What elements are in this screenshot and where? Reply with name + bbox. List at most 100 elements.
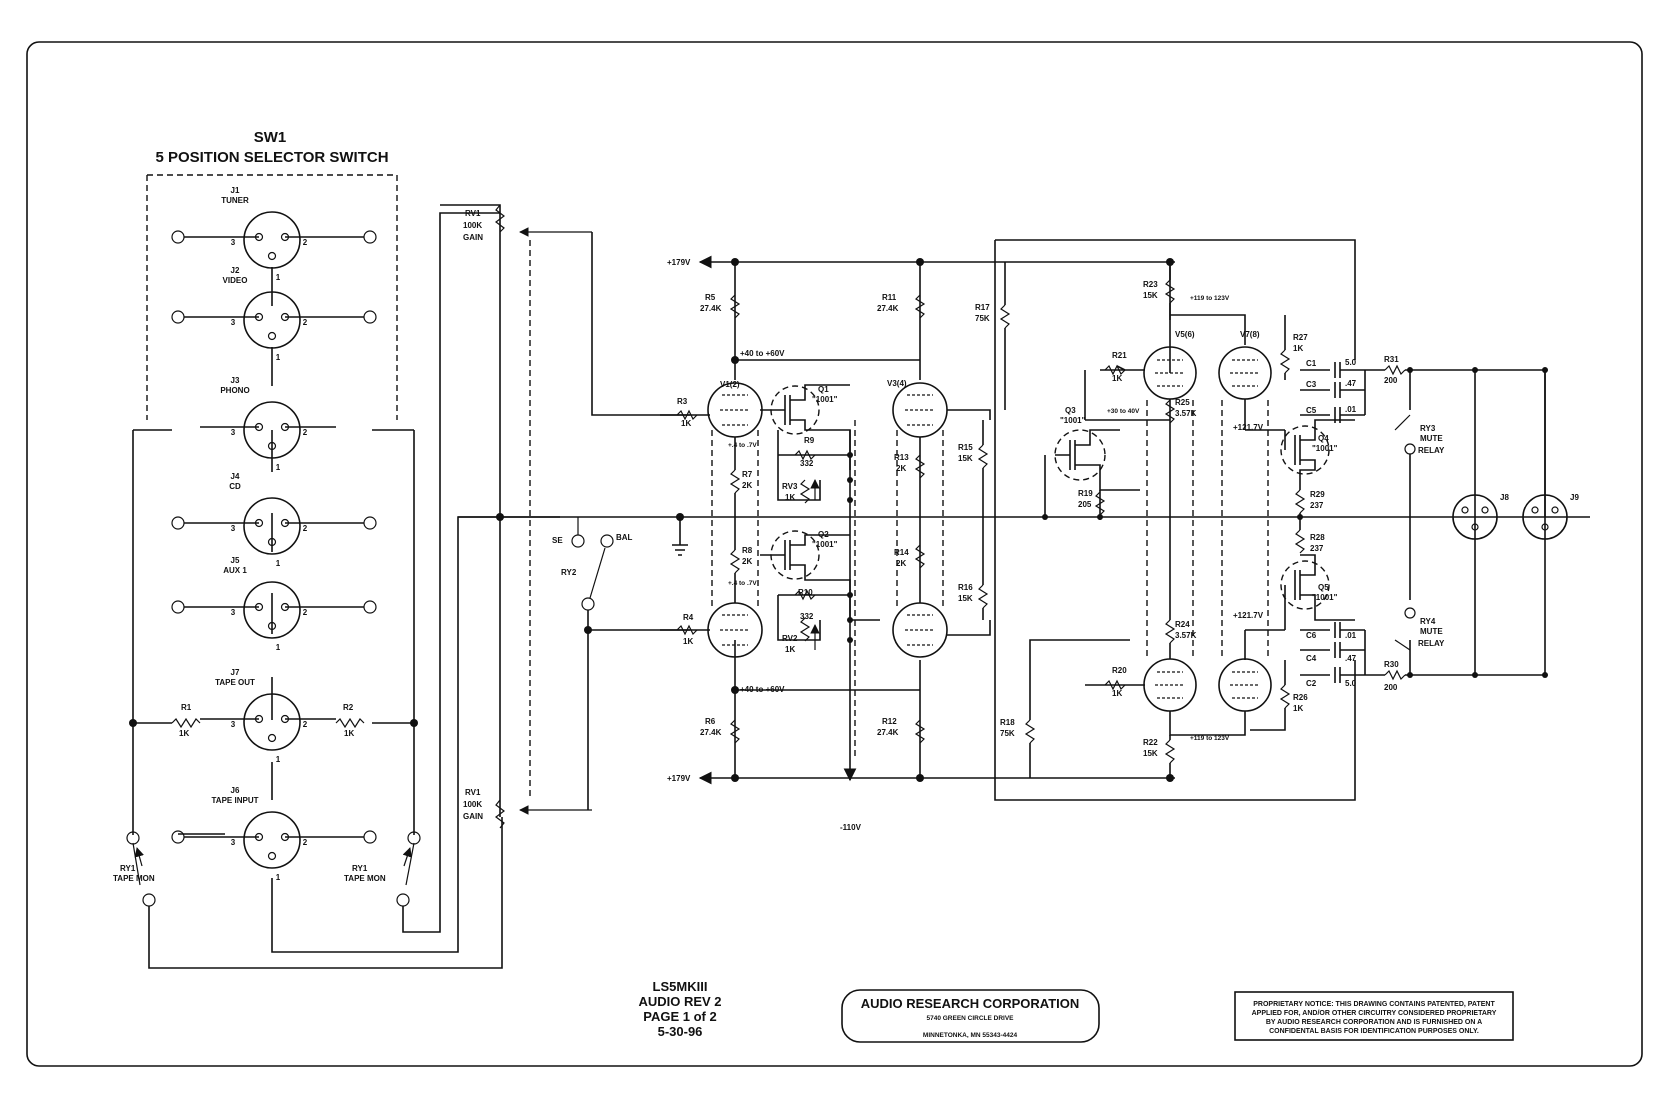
rv1-top-name: GAIN — [463, 233, 483, 242]
r12-ref: R12 — [882, 717, 897, 726]
r3-val: 1K — [681, 419, 691, 428]
company-name: AUDIO RESEARCH CORPORATION — [861, 996, 1080, 1011]
r19-val: 205 — [1078, 500, 1092, 509]
r20-val: 1K — [1112, 689, 1122, 698]
pin-3-label: 3 — [231, 428, 236, 437]
r28-val: 237 — [1310, 544, 1324, 553]
r31-val: 200 — [1384, 376, 1398, 385]
v5-ref: V5(6) — [1175, 330, 1195, 339]
jack-ref: J5 — [231, 556, 240, 565]
page-text: PAGE 1 of 2 — [643, 1009, 716, 1024]
r11-val: 27.4K — [877, 304, 899, 313]
jack-pin — [267, 851, 277, 861]
q4-val: "1001" — [1312, 444, 1338, 453]
r1-val: 1K — [179, 729, 189, 738]
rv1-bot-val: 100K — [463, 800, 482, 809]
jack-body — [243, 497, 301, 555]
rv2-val: 1K — [785, 645, 795, 654]
jack-ref: J6 — [231, 786, 240, 795]
r29-val: 237 — [1310, 501, 1324, 510]
company-city: MINNETONKA, MN 55343-4424 — [923, 1032, 1018, 1039]
ground-symbol — [672, 517, 688, 556]
jack-body — [243, 581, 301, 639]
rv1-bot-ref: RV1 — [465, 788, 481, 797]
jack-name: CD — [229, 482, 241, 491]
terminal — [171, 830, 185, 844]
company-street: 5740 GREEN CIRCLE DRIVE — [926, 1015, 1014, 1022]
c4-val: .47 — [1345, 654, 1357, 663]
pin-2-label: 2 — [303, 238, 308, 247]
r27-val: 1K — [1293, 344, 1303, 353]
r13-val: 2K — [896, 464, 906, 473]
rail-pos-bot: +179V — [667, 774, 691, 783]
r3-ref: R3 — [677, 397, 688, 406]
pin-3-label: 3 — [231, 524, 236, 533]
ry1-right-ref: RY1 — [352, 864, 368, 873]
c6-val: .01 — [1345, 631, 1357, 640]
pin-2-label: 2 — [303, 318, 308, 327]
rv1-bot-name: GAIN — [463, 812, 483, 821]
jack-ref: J7 — [231, 668, 240, 677]
ry3-l2: RELAY — [1418, 446, 1445, 455]
rv3-val: 1K — [785, 493, 795, 502]
r22-ref: R22 — [1143, 738, 1158, 747]
r16-ref: R16 — [958, 583, 973, 592]
pin-1-label: 1 — [276, 643, 281, 652]
r17-val: 75K — [975, 314, 990, 323]
rail-neg: -110V — [840, 823, 862, 832]
r20-ref: R20 — [1112, 666, 1127, 675]
r9-ref: R9 — [804, 436, 815, 445]
terminal — [171, 310, 185, 324]
v119a-label: +119 to 123V — [1190, 295, 1230, 302]
v1-ref: V1(2) — [720, 380, 740, 389]
se-label: SE — [552, 536, 563, 545]
r30-ref: R30 — [1384, 660, 1399, 669]
ry4-l2: RELAY — [1418, 639, 1445, 648]
pin-1-label: 1 — [276, 873, 281, 882]
jack-body — [243, 811, 301, 869]
v7-ref: V7(8) — [1240, 330, 1260, 339]
ry3-ref: RY3 — [1420, 424, 1436, 433]
jack-ref: J4 — [231, 472, 240, 481]
q5-ref: Q5 — [1318, 583, 1329, 592]
selector-title: SW1 — [254, 129, 287, 146]
r25-val: 3.57K — [1175, 409, 1197, 418]
second-stage: R11 27.4K R12 27.4K R13 2K R14 2K R15 15… — [877, 258, 1130, 782]
c6-ref: C6 — [1306, 631, 1317, 640]
r18-ref: R18 — [1000, 718, 1015, 727]
r31-ref: R31 — [1384, 355, 1399, 364]
q3-ref: Q3 — [1065, 406, 1076, 415]
v3-ref: V3(4) — [887, 379, 907, 388]
gain-section: RV1 100K GAIN RV1 100K GAIN SE BAL RY2 — [440, 204, 1590, 829]
notice-line-3: BY AUDIO RESEARCH CORPORATION AND IS FUR… — [1266, 1019, 1482, 1026]
terminal — [363, 310, 377, 324]
r4-ref: R4 — [683, 613, 694, 622]
j9-jack — [1522, 494, 1568, 540]
ry3-l1: MUTE — [1420, 434, 1443, 443]
notice-line-2: APPLIED FOR, AND/OR OTHER CIRCUITRY CONS… — [1252, 1010, 1497, 1017]
rv1-top-val: 100K — [463, 221, 482, 230]
r11-ref: R11 — [882, 293, 897, 302]
q5-val: "1001" — [1312, 593, 1338, 602]
c1-val: 5.0 — [1345, 358, 1357, 367]
v119b-label: +119 to 123V — [1190, 735, 1230, 742]
pin-3-label: 3 — [231, 318, 236, 327]
j8-jack — [1452, 494, 1498, 540]
v121a-label: +121.7V — [1233, 423, 1264, 432]
c5-val: .01 — [1345, 405, 1357, 414]
pin-3-label: 3 — [231, 720, 236, 729]
q4-ref: Q4 — [1318, 434, 1329, 443]
r18-val: 75K — [1000, 729, 1015, 738]
pin-2-label: 2 — [303, 524, 308, 533]
r1-ref: R1 — [181, 703, 192, 712]
notice-line-1: PROPRIETARY NOTICE: THIS DRAWING CONTAIN… — [1253, 1001, 1495, 1008]
jack-name: TAPE OUT — [215, 678, 255, 687]
r21-ref: R21 — [1112, 351, 1127, 360]
r30-val: 200 — [1384, 683, 1398, 692]
pin-2-label: 2 — [303, 838, 308, 847]
